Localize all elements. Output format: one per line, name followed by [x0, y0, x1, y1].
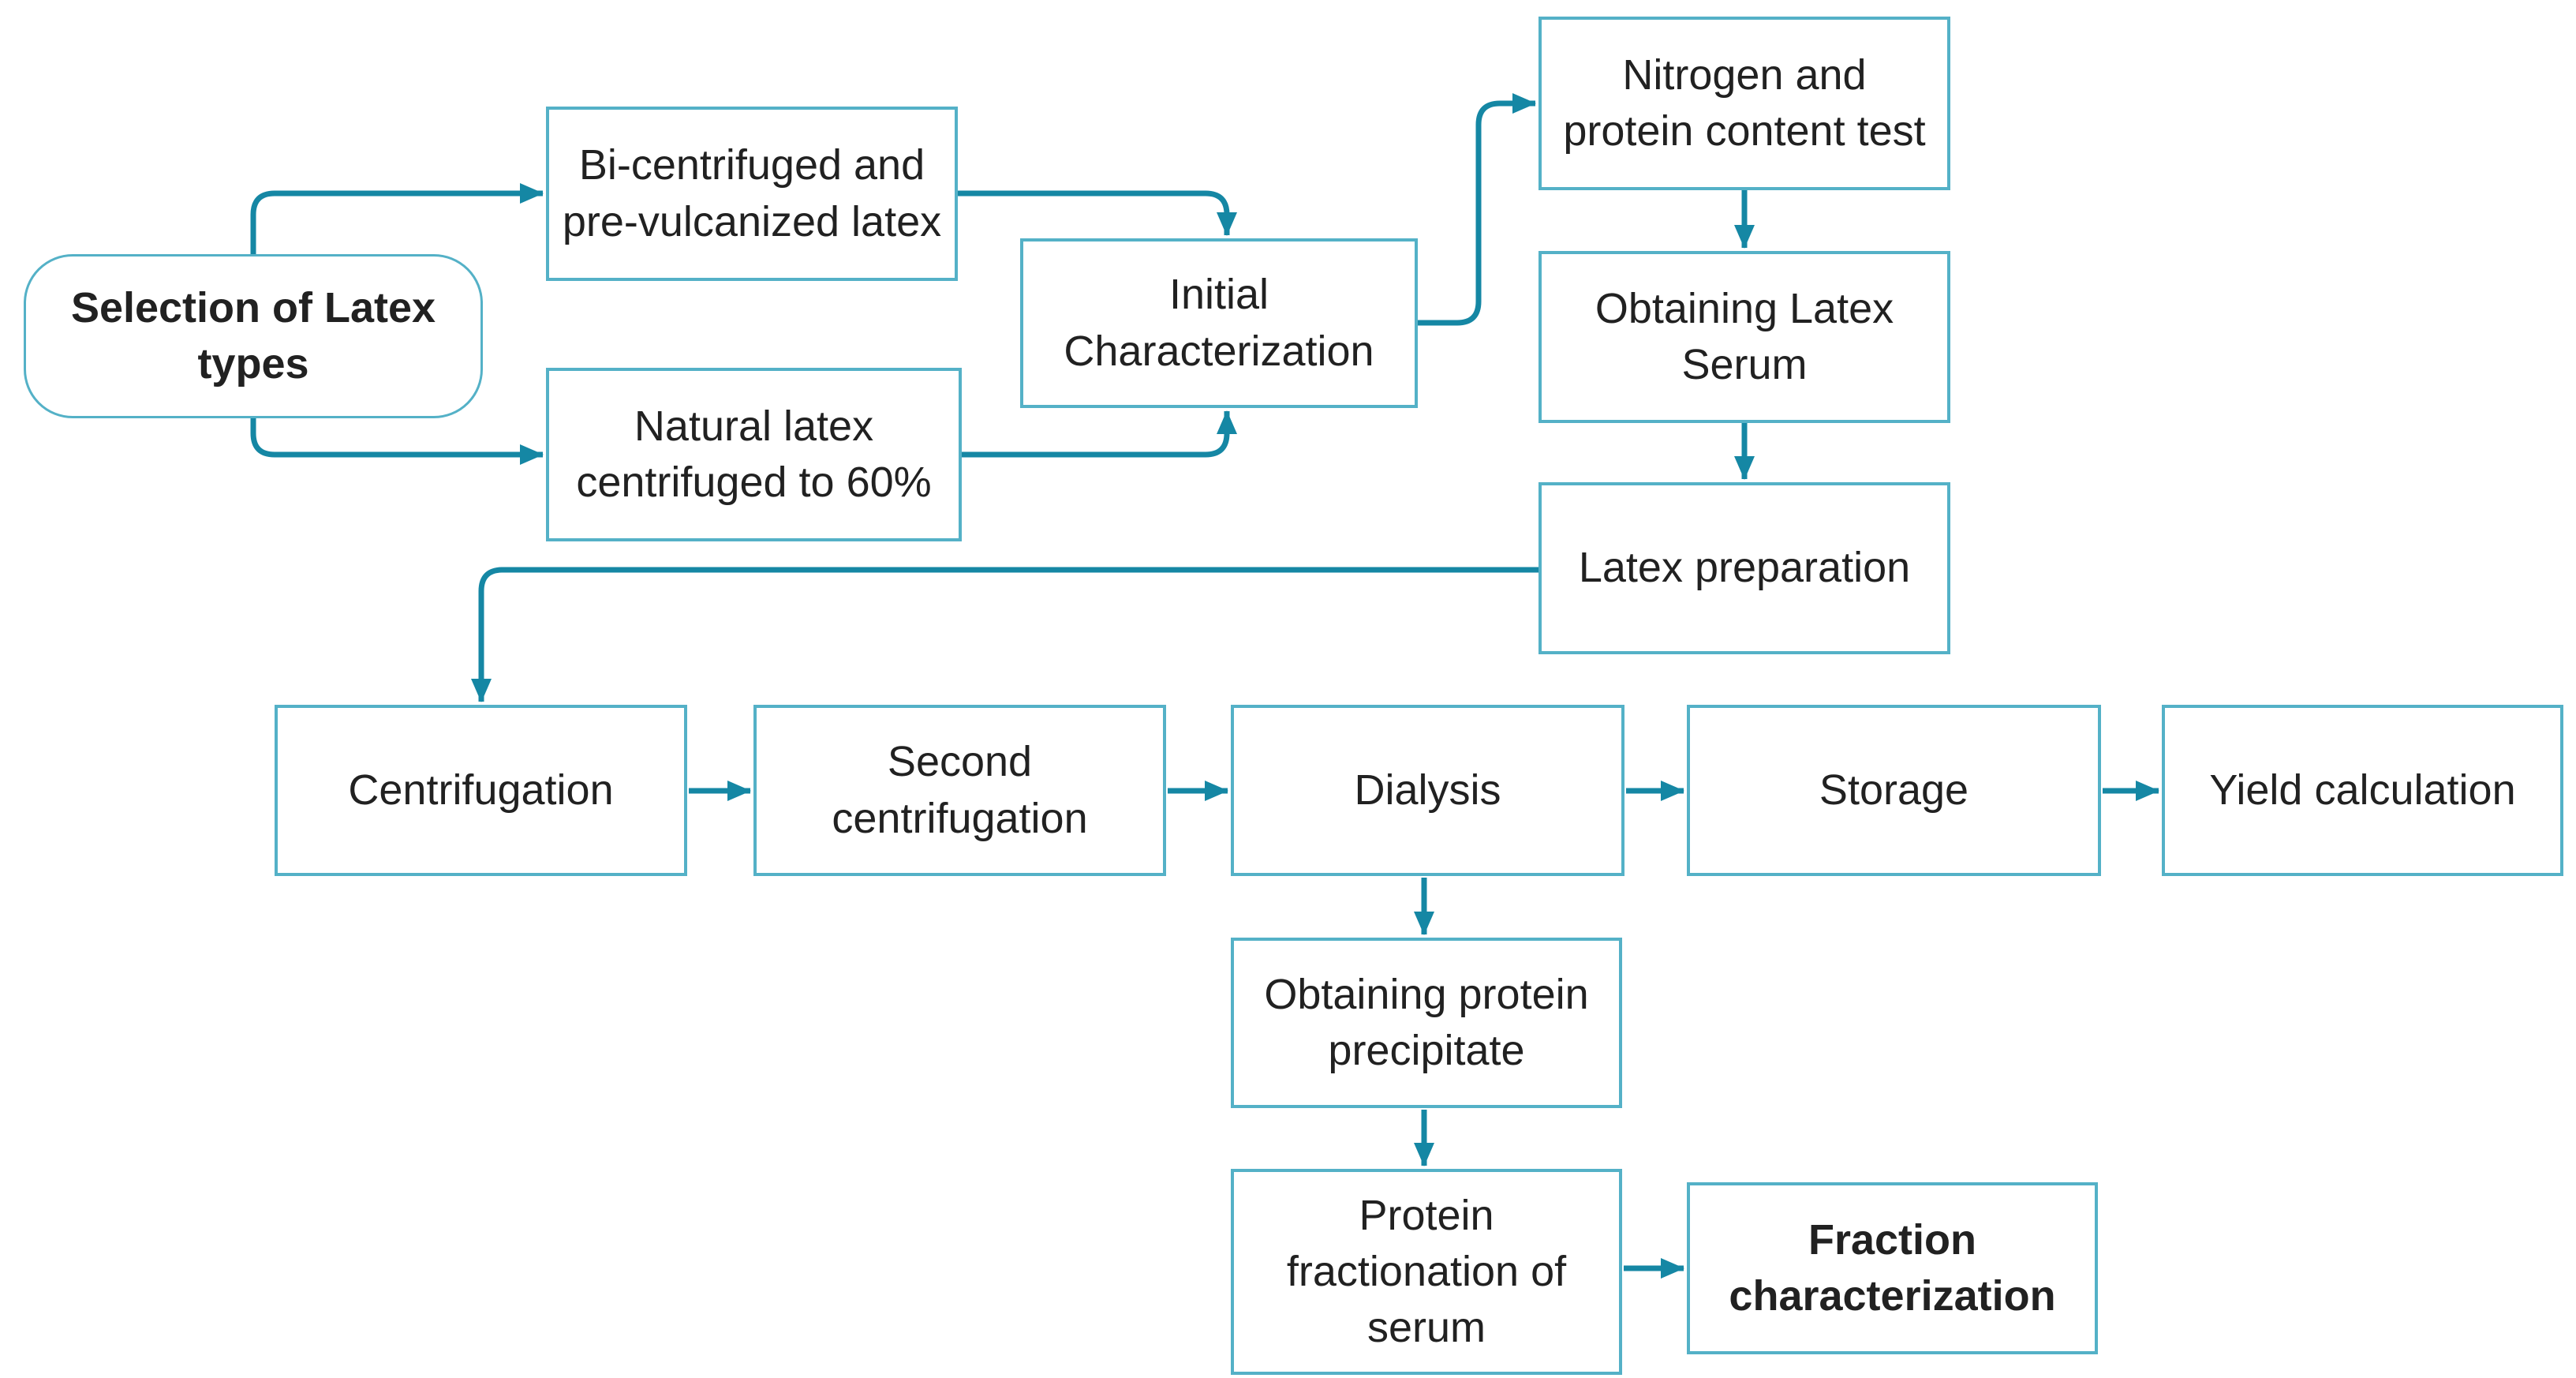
- node-initial-characterization: Initial Characterization: [1020, 238, 1418, 408]
- edge-natural-to-initial: [960, 410, 1237, 458]
- node-label: Obtaining protein precipitate: [1264, 970, 1589, 1074]
- edge-latexprep-to-centrifugation: [471, 567, 1538, 702]
- node-label: Storage: [1819, 766, 1969, 814]
- node-bicentrifuged-latex: Bi-centrifuged and pre-vulcanized latex: [546, 107, 958, 281]
- edge-selection-to-bicentrifuged: [250, 183, 544, 256]
- node-yield-calculation: Yield calculation: [2162, 705, 2563, 876]
- node-label: Fraction characterization: [1729, 1215, 2056, 1320]
- edge-selection-to-natural: [250, 417, 544, 465]
- node-second-centrifugation: Second centrifugation: [753, 705, 1166, 876]
- node-latex-preparation: Latex preparation: [1538, 482, 1950, 654]
- node-protein-fractionation: Protein fractionation of serum: [1231, 1169, 1622, 1375]
- node-centrifugation: Centrifugation: [275, 705, 687, 876]
- node-label: Initial Characterization: [1064, 271, 1374, 375]
- node-label: Selection of Latex types: [70, 283, 436, 388]
- node-label: Dialysis: [1354, 766, 1501, 814]
- node-selection-of-latex-types: Selection of Latex types: [24, 254, 483, 418]
- node-obtaining-protein-precipitate: Obtaining protein precipitate: [1231, 938, 1622, 1108]
- edge-bicentrifuged-to-initial: [956, 190, 1237, 236]
- node-label: Latex preparation: [1578, 544, 1911, 592]
- edge-initial-to-nitrogen: [1416, 93, 1536, 326]
- node-dialysis: Dialysis: [1231, 705, 1624, 876]
- node-natural-latex: Natural latex centrifuged to 60%: [546, 368, 962, 541]
- node-label: Nitrogen and protein content test: [1563, 51, 1926, 155]
- node-nitrogen-protein-test: Nitrogen and protein content test: [1538, 17, 1950, 190]
- node-label: Obtaining Latex Serum: [1595, 284, 1894, 388]
- node-label: Yield calculation: [2209, 766, 2516, 814]
- node-label: Protein fractionation of serum: [1286, 1191, 1567, 1352]
- node-obtaining-latex-serum: Obtaining Latex Serum: [1538, 251, 1950, 423]
- node-storage: Storage: [1687, 705, 2101, 876]
- node-label: Natural latex centrifuged to 60%: [576, 402, 932, 506]
- node-label: Bi-centrifuged and pre-vulcanized latex: [562, 141, 942, 245]
- node-fraction-characterization: Fraction characterization: [1687, 1182, 2098, 1354]
- node-label: Second centrifugation: [832, 738, 1088, 842]
- node-label: Centrifugation: [348, 766, 614, 814]
